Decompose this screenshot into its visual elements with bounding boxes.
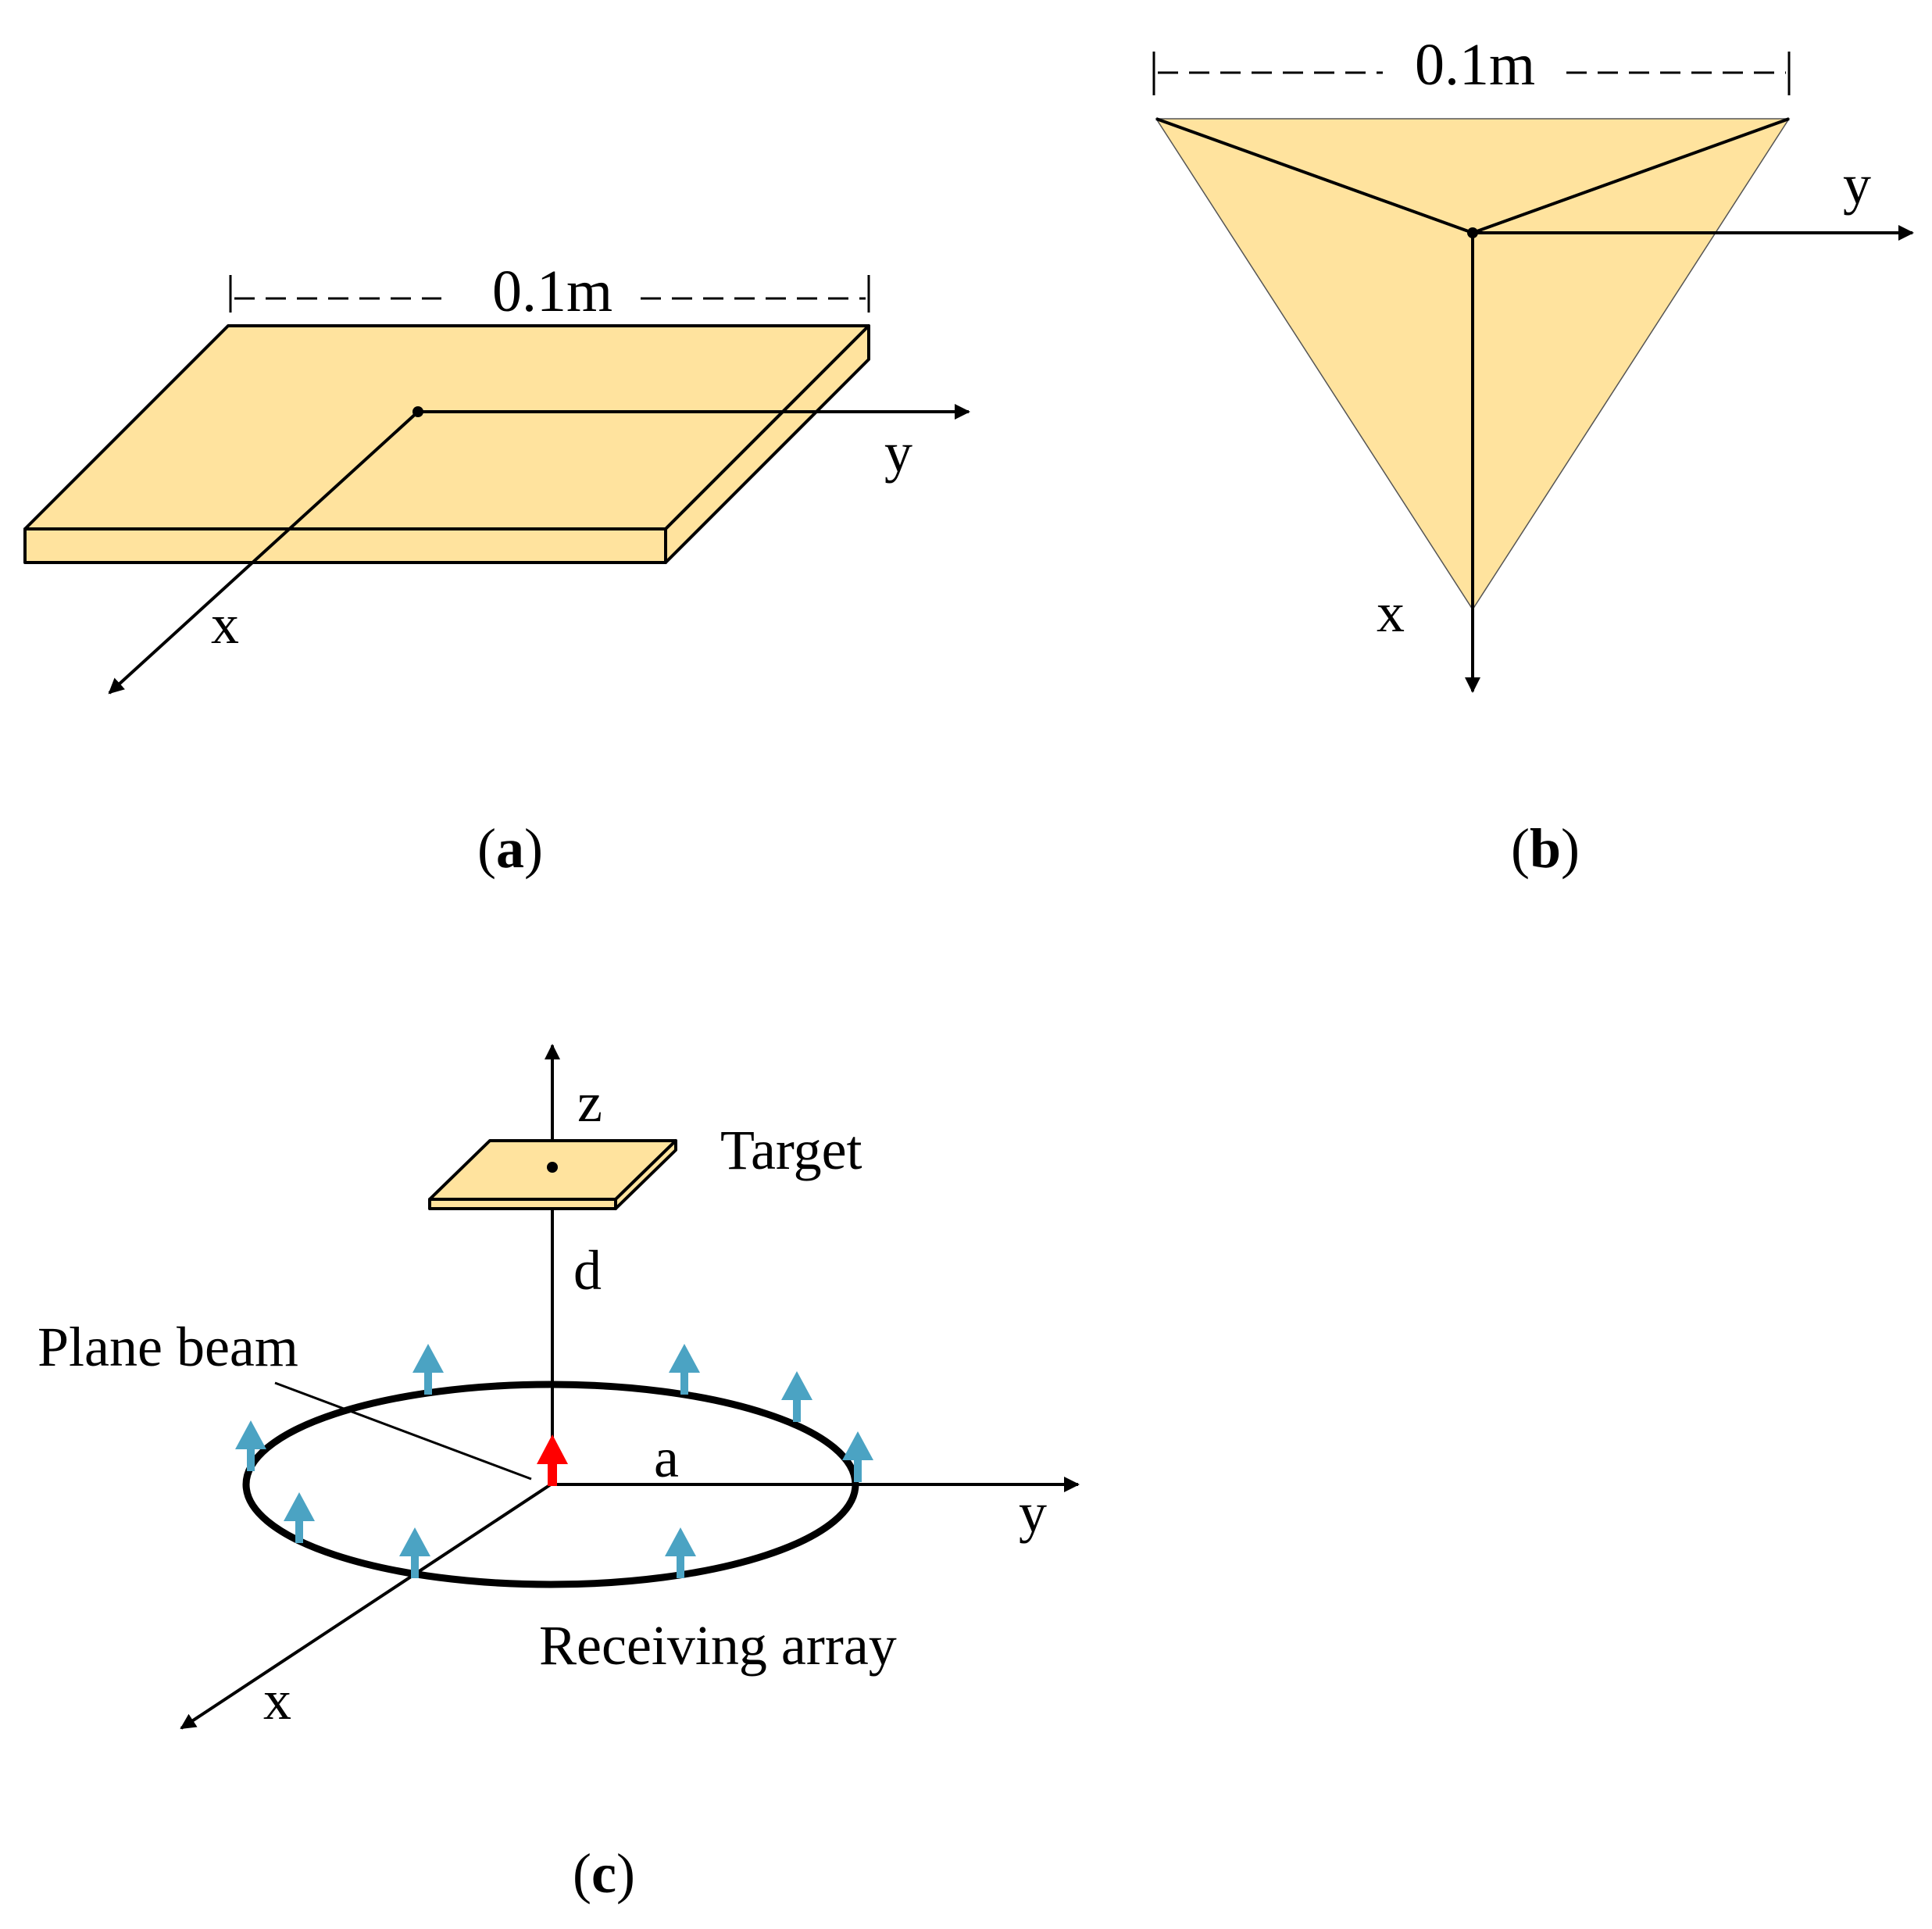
target-label: Target xyxy=(720,1119,862,1181)
target-plate xyxy=(428,1139,677,1210)
target-center-point xyxy=(547,1162,558,1173)
distance-label-d: d xyxy=(573,1239,602,1302)
receiver-arrows xyxy=(235,1344,873,1578)
receiver-arrow xyxy=(235,1420,266,1471)
panel-c: z Target d y x a Plane beam Receiving ar… xyxy=(37,1044,1080,1905)
dimension-label-b: 0.1m xyxy=(1415,32,1535,98)
y-axis-label-b: y xyxy=(1843,153,1871,216)
panel-a: 0.1m y x (a) xyxy=(23,259,970,880)
x-axis-a xyxy=(108,410,420,695)
x-axis-label-c: x xyxy=(263,1669,291,1731)
radius-label-a: a xyxy=(654,1427,679,1489)
dimension-line-b: 0.1m xyxy=(1152,32,1791,98)
receiver-arrow xyxy=(781,1371,812,1422)
plane-beam-arrow xyxy=(537,1434,568,1486)
origin-point-b xyxy=(1467,227,1478,238)
x-axis-label-b: x xyxy=(1377,581,1405,644)
dimension-line-a: 0.1m xyxy=(229,259,870,324)
receiver-arrow xyxy=(399,1527,430,1578)
plane-beam-label: Plane beam xyxy=(37,1316,298,1378)
x-axis-c xyxy=(180,1483,552,1730)
receiving-array-label: Receiving array xyxy=(539,1614,897,1677)
receiver-arrow xyxy=(842,1431,873,1482)
receiver-arrow xyxy=(665,1527,696,1578)
z-axis-label-c: z xyxy=(577,1071,602,1134)
dimension-label-a: 0.1m xyxy=(492,259,612,324)
rectangular-plate xyxy=(23,324,870,564)
caption-c: (c) xyxy=(573,1842,635,1905)
caption-b: (b) xyxy=(1511,817,1580,880)
receiver-arrow xyxy=(284,1492,315,1543)
receiver-arrow xyxy=(669,1344,700,1395)
receiver-arrow xyxy=(412,1344,444,1395)
caption-a: (a) xyxy=(477,817,543,880)
origin-point-a xyxy=(412,406,423,417)
y-axis-label-c: y xyxy=(1019,1481,1047,1544)
panel-b: 0.1m y x (b) xyxy=(1152,32,1914,880)
plane-beam-leader-line xyxy=(274,1381,532,1481)
x-axis-label-a: x xyxy=(211,593,239,656)
y-axis-label-a: y xyxy=(884,421,912,484)
